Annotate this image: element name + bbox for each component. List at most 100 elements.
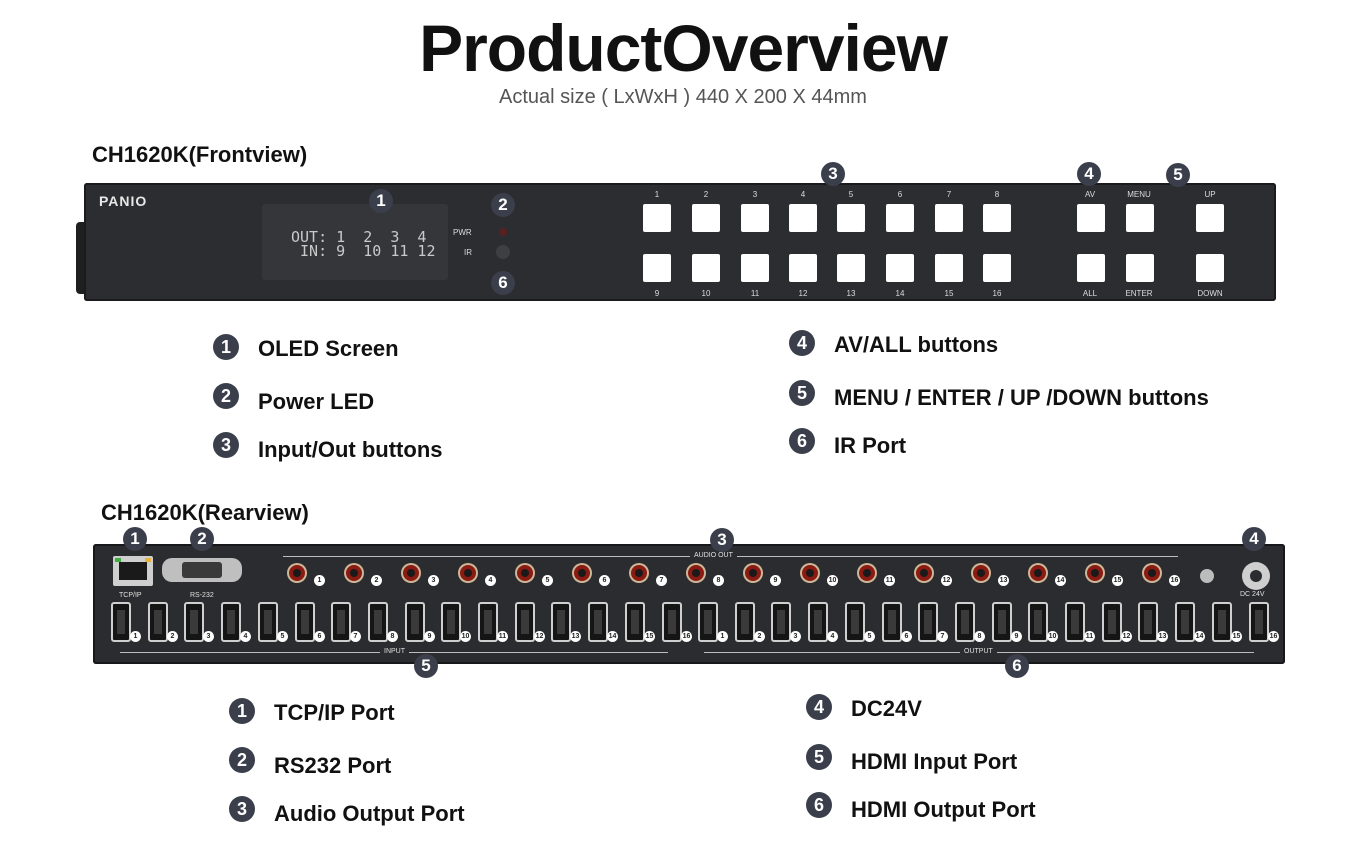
dc24v-port <box>1242 562 1270 590</box>
input-output-button-15[interactable] <box>935 254 963 282</box>
input-output-button-12[interactable] <box>789 254 817 282</box>
hdmi-input-num-11: 11 <box>497 631 508 642</box>
page-subtitle: Actual size ( LxWxH ) 440 X 200 X 44mm <box>499 86 867 108</box>
hdmi-input-port-15 <box>625 602 645 642</box>
hdmi-input-port-7 <box>331 602 351 642</box>
audio-out-port-8 <box>686 563 706 583</box>
input-output-button-9[interactable] <box>643 254 671 282</box>
audio-num-3: 3 <box>428 575 439 586</box>
input-output-button-5[interactable] <box>837 204 865 232</box>
front-callout-5: 5 <box>1166 163 1190 187</box>
input-output-button-2[interactable] <box>692 204 720 232</box>
hdmi-output-port-12 <box>1102 602 1122 642</box>
btn-label-11: 11 <box>750 289 760 298</box>
hdmi-output-port-2 <box>735 602 755 642</box>
audio-num-14: 14 <box>1055 575 1066 586</box>
enter-button[interactable] <box>1126 254 1154 282</box>
input-output-button-11[interactable] <box>741 254 769 282</box>
rear-legend-text-1: TCP/IP Port <box>274 700 395 725</box>
input-output-button-1[interactable] <box>643 204 671 232</box>
input-output-button-6[interactable] <box>886 204 914 232</box>
input-output-button-8[interactable] <box>983 204 1011 232</box>
btn-label-7: 7 <box>946 190 952 199</box>
btn-label-13: 13 <box>846 289 856 298</box>
rear-legend-text-2: RS232 Port <box>274 753 392 778</box>
hdmi-output-port-1 <box>698 602 718 642</box>
audio-out-port-15 <box>1085 563 1105 583</box>
front-legend-badge-4: 4 <box>789 330 815 356</box>
input-label: INPUT <box>380 648 409 655</box>
menu-button[interactable] <box>1126 204 1154 232</box>
front-legend-badge-3: 3 <box>213 432 239 458</box>
hdmi-input-num-2: 2 <box>167 631 178 642</box>
audio-out-port-9 <box>743 563 763 583</box>
input-output-button-16[interactable] <box>983 254 1011 282</box>
input-output-button-13[interactable] <box>837 254 865 282</box>
audio-num-4: 4 <box>485 575 496 586</box>
rs232-label: RS-232 <box>190 592 214 599</box>
up-label: UP <box>1204 190 1216 199</box>
audio-num-9: 9 <box>770 575 781 586</box>
audio-num-7: 7 <box>656 575 667 586</box>
audio-num-8: 8 <box>713 575 724 586</box>
input-output-button-3[interactable] <box>741 204 769 232</box>
hdmi-output-port-9 <box>992 602 1012 642</box>
rear-legend-badge-5: 5 <box>806 744 832 770</box>
audio-out-port-16 <box>1142 563 1162 583</box>
input-output-button-7[interactable] <box>935 204 963 232</box>
up-button[interactable] <box>1196 204 1224 232</box>
hdmi-input-num-1: 1 <box>130 631 141 642</box>
hdmi-input-num-15: 15 <box>644 631 655 642</box>
hdmi-output-num-1: 1 <box>717 631 728 642</box>
audio-out-port-12 <box>914 563 934 583</box>
av-button[interactable] <box>1077 204 1105 232</box>
hdmi-output-num-12: 12 <box>1121 631 1132 642</box>
hdmi-output-num-11: 11 <box>1084 631 1095 642</box>
front-legend-text-4: AV/ALL buttons <box>834 332 999 357</box>
page-title: ProductOverview <box>419 11 948 85</box>
input-output-button-4[interactable] <box>789 204 817 232</box>
front-legend-text-5: MENU / ENTER / UP /DOWN buttons <box>834 385 1209 410</box>
hdmi-output-num-10: 10 <box>1047 631 1058 642</box>
input-output-button-14[interactable] <box>886 254 914 282</box>
front-callout-2: 2 <box>491 193 515 217</box>
front-rack-handle <box>76 222 86 294</box>
tcpip-label: TCP/IP <box>119 592 142 599</box>
front-legend-text-3: Input/Out buttons <box>258 437 443 462</box>
enter-label: ENTER <box>1125 289 1153 298</box>
hdmi-output-port-14 <box>1175 602 1195 642</box>
rear-callout-1: 1 <box>123 527 147 551</box>
audio-num-1: 1 <box>314 575 325 586</box>
hdmi-output-num-5: 5 <box>864 631 875 642</box>
front-legend-badge-5: 5 <box>789 380 815 406</box>
rear-callout-3: 3 <box>710 528 734 552</box>
hdmi-input-num-4: 4 <box>240 631 251 642</box>
front-legend-badge-2: 2 <box>213 383 239 409</box>
hdmi-input-port-16 <box>662 602 682 642</box>
input-output-button-10[interactable] <box>692 254 720 282</box>
hdmi-output-port-13 <box>1138 602 1158 642</box>
hdmi-output-port-10 <box>1028 602 1048 642</box>
hdmi-input-num-8: 8 <box>387 631 398 642</box>
hdmi-input-port-6 <box>295 602 315 642</box>
hdmi-input-port-13 <box>551 602 571 642</box>
hdmi-output-port-4 <box>808 602 828 642</box>
btn-label-1: 1 <box>654 190 660 199</box>
dc24v-label: DC 24V <box>1240 591 1265 598</box>
audio-num-10: 10 <box>827 575 838 586</box>
all-button[interactable] <box>1077 254 1105 282</box>
hdmi-input-num-12: 12 <box>534 631 545 642</box>
hdmi-input-num-13: 13 <box>570 631 581 642</box>
audio-num-6: 6 <box>599 575 610 586</box>
ground-screw <box>1200 569 1214 583</box>
down-button[interactable] <box>1196 254 1224 282</box>
audio-out-label: AUDIO OUT <box>690 552 737 559</box>
oled-screen <box>262 204 448 280</box>
rear-view-title: CH1620K(Rearview) <box>101 500 309 525</box>
down-label: DOWN <box>1197 289 1223 298</box>
btn-label-4: 4 <box>800 190 806 199</box>
rear-legend-text-3: Audio Output Port <box>274 801 465 826</box>
tcpip-port <box>113 556 153 586</box>
front-callout-4: 4 <box>1077 162 1101 186</box>
hdmi-input-port-9 <box>405 602 425 642</box>
